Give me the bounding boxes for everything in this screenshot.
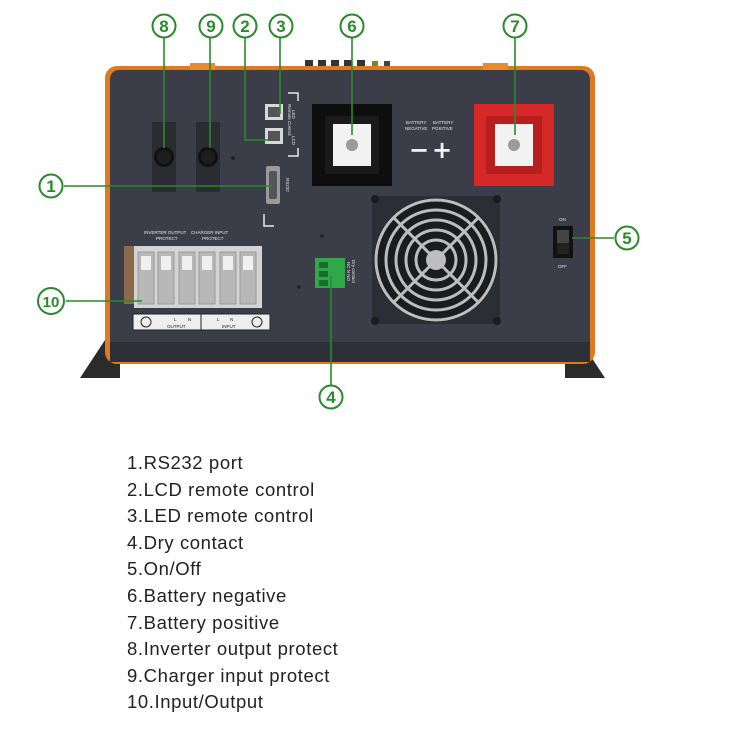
terminal-input-n: N <box>230 317 233 322</box>
callout-1: 1 <box>38 173 64 199</box>
legend-item-rs232: 1.RS232 port <box>127 452 244 473</box>
terminal-output-n: N <box>188 317 191 322</box>
top-connectors <box>305 60 390 67</box>
legend-item-inverter-output-protect: 8.Inverter output protect <box>127 638 339 660</box>
battery-negative-sub: NEGATIVE <box>405 126 427 131</box>
dry-contact-terminal: Dry contact NC N NO <box>315 258 356 288</box>
rs232-label: RS232 <box>285 178 290 192</box>
charger-input-protect-label: CHARGER INPUT <box>191 230 229 235</box>
legend-item-dry-contact: 4.Dry contact <box>127 531 244 553</box>
callout-2-number: 2 <box>240 17 249 36</box>
legend-item-led-remote: 3.LED remote control <box>127 505 314 527</box>
callout-7-number: 7 <box>510 17 519 36</box>
remote-control-ports: Remote Control LED LCD <box>265 92 299 157</box>
cooling-fan <box>371 195 501 325</box>
legend-item-lcd-remote: 2.LCD remote control <box>127 478 315 500</box>
callout-leader-lines <box>64 38 614 385</box>
led-port-label: LED <box>291 110 296 120</box>
input-output-terminal-block: INVERTER OUTPUT PROTECT CHARGER INPUT PR… <box>124 230 271 331</box>
callout-7: 7 <box>502 13 528 39</box>
battery-positive-label: BATTERY <box>433 120 453 125</box>
callout-5-number: 5 <box>622 229 631 248</box>
battery-positive-terminal <box>474 104 554 186</box>
legend-list: 1.RS232 port 2.LCD remote control 3.LED … <box>127 450 338 716</box>
lcd-port-label: LCD <box>291 136 296 146</box>
callout-3: 3 <box>268 13 294 39</box>
callout-1-number: 1 <box>46 177 55 196</box>
charger-input-protect-sub: PROTECT <box>202 236 224 241</box>
on-off-switch: ON OFF <box>553 217 573 269</box>
terminal-output-label: OUTPUT <box>167 324 186 329</box>
legend-item-charger-input-protect: 9.Charger input protect <box>127 664 331 686</box>
legend-item-battery-negative: 6.Battery negative <box>127 584 287 606</box>
callout-2: 2 <box>232 13 258 39</box>
dry-contact-label: Dry contact <box>351 260 356 284</box>
plus-sign: + <box>432 136 452 164</box>
minus-sign: − <box>409 136 429 164</box>
legend-item-input-output: 10.Input/Output <box>127 691 264 713</box>
battery-negative-label: BATTERY <box>406 120 426 125</box>
dry-contact-sub: NC N NO <box>346 262 351 281</box>
charger-input-protect-breaker <box>196 122 220 192</box>
callout-4-number: 4 <box>326 388 336 407</box>
remote-control-label: Remote Control <box>287 104 292 136</box>
callout-8: 8 <box>151 13 177 39</box>
callout-6: 6 <box>339 13 365 39</box>
callout-6-number: 6 <box>347 17 356 36</box>
rs232-port: RS232 <box>266 166 290 204</box>
terminal-input-l: L <box>217 317 220 322</box>
callout-9-number: 9 <box>206 17 215 36</box>
callout-9: 9 <box>198 13 224 39</box>
callout-8-number: 8 <box>159 17 168 36</box>
terminal-output-l: L <box>174 317 177 322</box>
battery-positive-sub: POSITIVE <box>432 126 453 131</box>
callout-10: 10 <box>37 287 65 315</box>
callout-4: 4 <box>318 384 344 410</box>
terminal-input-label: INPUT <box>222 324 236 329</box>
callout-3-number: 3 <box>276 17 285 36</box>
switch-on-label: ON <box>559 217 566 222</box>
inverter-output-protect-sub: PROTECT <box>156 236 178 241</box>
legend-item-on-off: 5.On/Off <box>127 558 202 580</box>
inverter-output-protect-label: INVERTER OUTPUT <box>144 230 187 235</box>
callout-10-number: 10 <box>43 294 60 311</box>
callout-5: 5 <box>614 225 640 251</box>
switch-off-label: OFF <box>558 264 567 269</box>
legend-item-battery-positive: 7.Battery positive <box>127 611 280 633</box>
inverter-rear-panel-diagram: Remote Control LED LCD RS232 Dry contact… <box>37 13 640 410</box>
